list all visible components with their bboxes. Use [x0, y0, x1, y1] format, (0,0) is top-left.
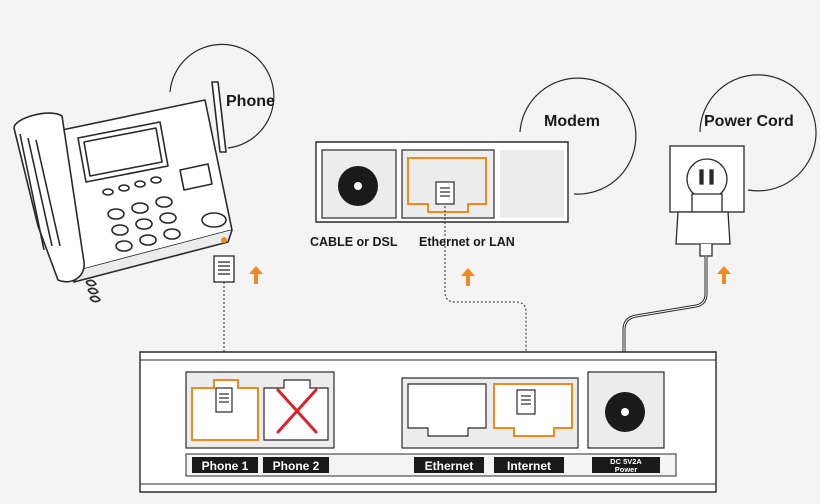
up-arrow-icon — [249, 266, 263, 284]
modem-lan-port — [407, 157, 487, 213]
power-cable-inner — [623, 256, 707, 364]
power-label-bg — [592, 457, 660, 473]
power-callout-label: Power Cord — [704, 113, 794, 130]
power-label-line1: DC 5V2A — [610, 457, 642, 466]
power-label-line2: Power — [615, 465, 638, 474]
coax-port-icon — [338, 166, 378, 206]
disabled-cross-icon — [276, 388, 318, 434]
ethernet-cable — [444, 206, 527, 390]
rj11-plug-icon — [213, 255, 235, 283]
modem-lan-label: Ethernet or LAN — [419, 235, 515, 249]
modem-cable-label: CABLE or DSL — [310, 235, 398, 249]
ethernet-label: Ethernet — [425, 459, 474, 473]
power-cable — [622, 256, 708, 364]
phone2-label-bg — [263, 457, 329, 473]
internet-label: Internet — [507, 459, 551, 473]
phone1-label-bg — [192, 457, 258, 473]
rj45-plug-icon — [516, 389, 536, 415]
rj45-plug-icon — [435, 181, 455, 205]
modem-callout-label: Modem — [544, 113, 600, 130]
ethernet-label-bg — [414, 457, 484, 473]
rj11-plug-icon — [215, 387, 233, 413]
up-arrow-icon — [717, 266, 731, 284]
power-callout-arc — [699, 74, 817, 192]
internet-label-bg — [494, 457, 564, 473]
phone2-label: Phone 2 — [273, 459, 320, 473]
phone1-label: Phone 1 — [202, 459, 249, 473]
ethernet-port — [407, 383, 487, 437]
up-arrow-icon — [461, 268, 475, 286]
power-adapter-icon — [669, 145, 745, 257]
phone-callout-label: Phone — [226, 93, 275, 110]
phone-callout-arc — [169, 43, 275, 149]
modem-callout-arc — [519, 77, 637, 195]
desk-phone-icon — [13, 81, 233, 303]
power-jack-pin — [621, 408, 629, 416]
